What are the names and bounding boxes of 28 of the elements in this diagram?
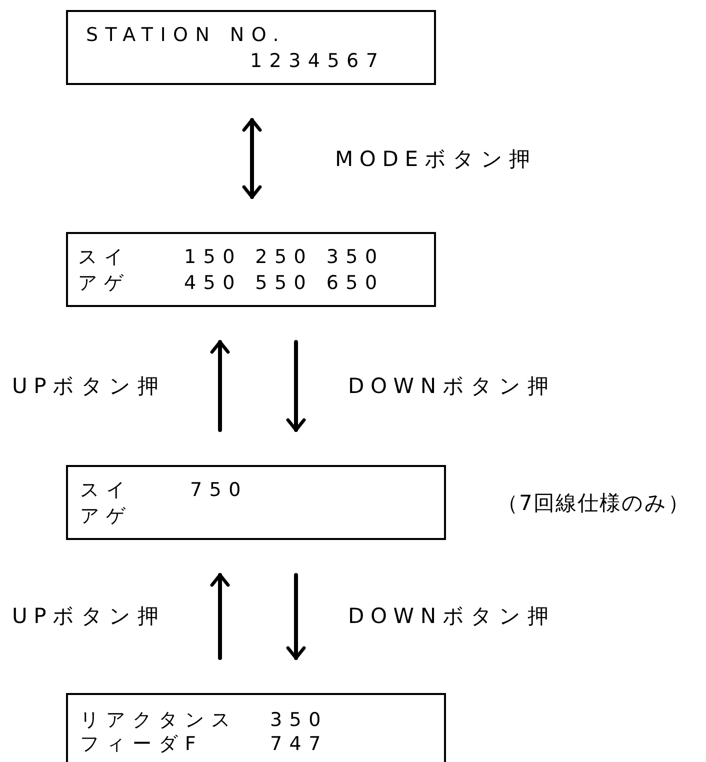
edge-label: UPボタン押 — [12, 373, 165, 399]
display-text: 450 550 650 — [184, 272, 384, 294]
display-text: STATION NO. — [86, 24, 286, 46]
display-text: 1234567 — [250, 50, 386, 72]
arrow — [286, 573, 306, 660]
display-screen — [66, 693, 446, 762]
note-text: （7回線仕様のみ） — [497, 490, 690, 516]
display-text: フィーダF — [80, 733, 204, 755]
display-text: 350 — [270, 709, 328, 731]
edge-label: UPボタン押 — [12, 603, 165, 629]
display-screen — [66, 465, 446, 540]
arrow — [286, 340, 306, 432]
edge-label: MODEボタン押 — [335, 146, 536, 172]
display-text: スイ — [78, 246, 130, 268]
edge-label: DOWNボタン押 — [348, 603, 555, 629]
display-text: アゲ — [80, 505, 132, 527]
display-text: アゲ — [78, 272, 130, 294]
arrow — [210, 573, 230, 660]
display-screen — [66, 232, 436, 307]
arrow — [210, 340, 230, 432]
display-text: 150 250 350 — [184, 246, 384, 268]
display-text: 750 — [190, 479, 248, 501]
display-screen — [66, 10, 436, 85]
arrow — [242, 118, 262, 199]
display-text: 747 — [270, 733, 328, 755]
edge-label: DOWNボタン押 — [348, 373, 555, 399]
display-text: スイ — [80, 479, 132, 501]
display-text: リアクタンス — [80, 709, 238, 731]
